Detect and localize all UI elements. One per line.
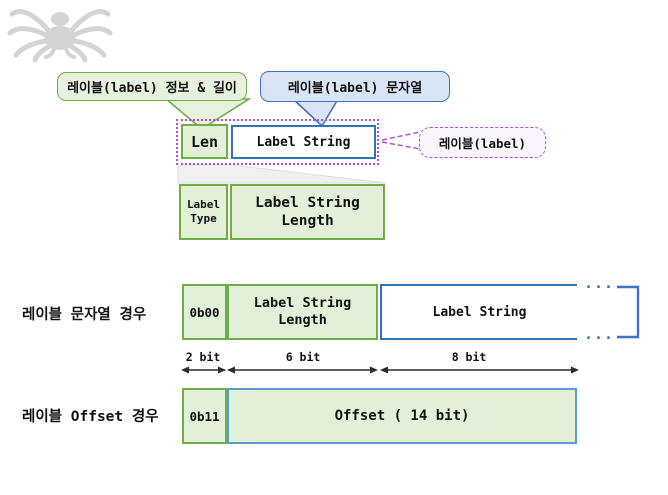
- bit-arrowheads: [181, 366, 579, 374]
- string-case-length-line2: Length: [278, 312, 327, 328]
- green-callout-bubble: 레이블(label) 정보 & 길이: [57, 72, 247, 101]
- bit-label-2: 2 bit: [185, 350, 221, 364]
- label-type-line2: Type: [190, 212, 217, 225]
- offset-case-offset-text: Offset ( 14 bit): [334, 408, 470, 424]
- label-type-cell: Label Type: [179, 184, 228, 240]
- blue-callout-bubble: 레이블(label) 문자열: [260, 71, 450, 102]
- string-case-prefix-text: 0b00: [189, 304, 220, 320]
- label-type-line1: Label: [186, 198, 221, 212]
- purple-callout-text: 레이블(label): [438, 136, 527, 151]
- len-box: Len: [181, 124, 228, 159]
- offset-case-row-label: 레이블 Offset 경우: [22, 409, 159, 425]
- len-box-text: Len: [190, 132, 219, 151]
- string-case-length-box: Label String Length: [227, 284, 378, 340]
- bit-label-6: 6 bit: [285, 350, 321, 364]
- label-length-line2: Length: [281, 213, 334, 229]
- label-length-line1: Label String: [255, 194, 360, 211]
- label-string-header-text: Label String: [256, 134, 351, 150]
- string-case-row-label: 레이블 문자열 경우: [22, 307, 147, 323]
- ellipsis-top: ...: [584, 274, 615, 292]
- offset-case-prefix-box: 0b11: [182, 388, 227, 444]
- continuation-bracket: [617, 285, 640, 339]
- expansion-wedge: [177, 164, 387, 184]
- string-case-string-box: Label String: [380, 284, 577, 340]
- label-string-header-box: Label String: [231, 125, 376, 159]
- offset-case-prefix-text: 0b11: [189, 408, 220, 424]
- string-case-length-line1: Label String: [253, 295, 352, 312]
- blue-callout-text: 레이블(label) 문자열: [287, 81, 423, 96]
- purple-callout-bubble: 레이블(label): [419, 127, 546, 158]
- spider-logo: [7, 9, 113, 63]
- string-case-string-text: Label String: [432, 304, 527, 320]
- bit-label-8: 8 bit: [451, 350, 487, 364]
- offset-case-offset-box: Offset ( 14 bit): [227, 388, 577, 444]
- label-selection-dotted-rect: [176, 119, 379, 165]
- label-length-cell: Label String Length: [230, 184, 385, 240]
- purple-callout-pointer: [381, 131, 421, 150]
- string-case-prefix-box: 0b00: [182, 284, 227, 340]
- ellipsis-bottom: ...: [584, 325, 615, 343]
- green-callout-text: 레이블(label) 정보 & 길이: [67, 81, 237, 96]
